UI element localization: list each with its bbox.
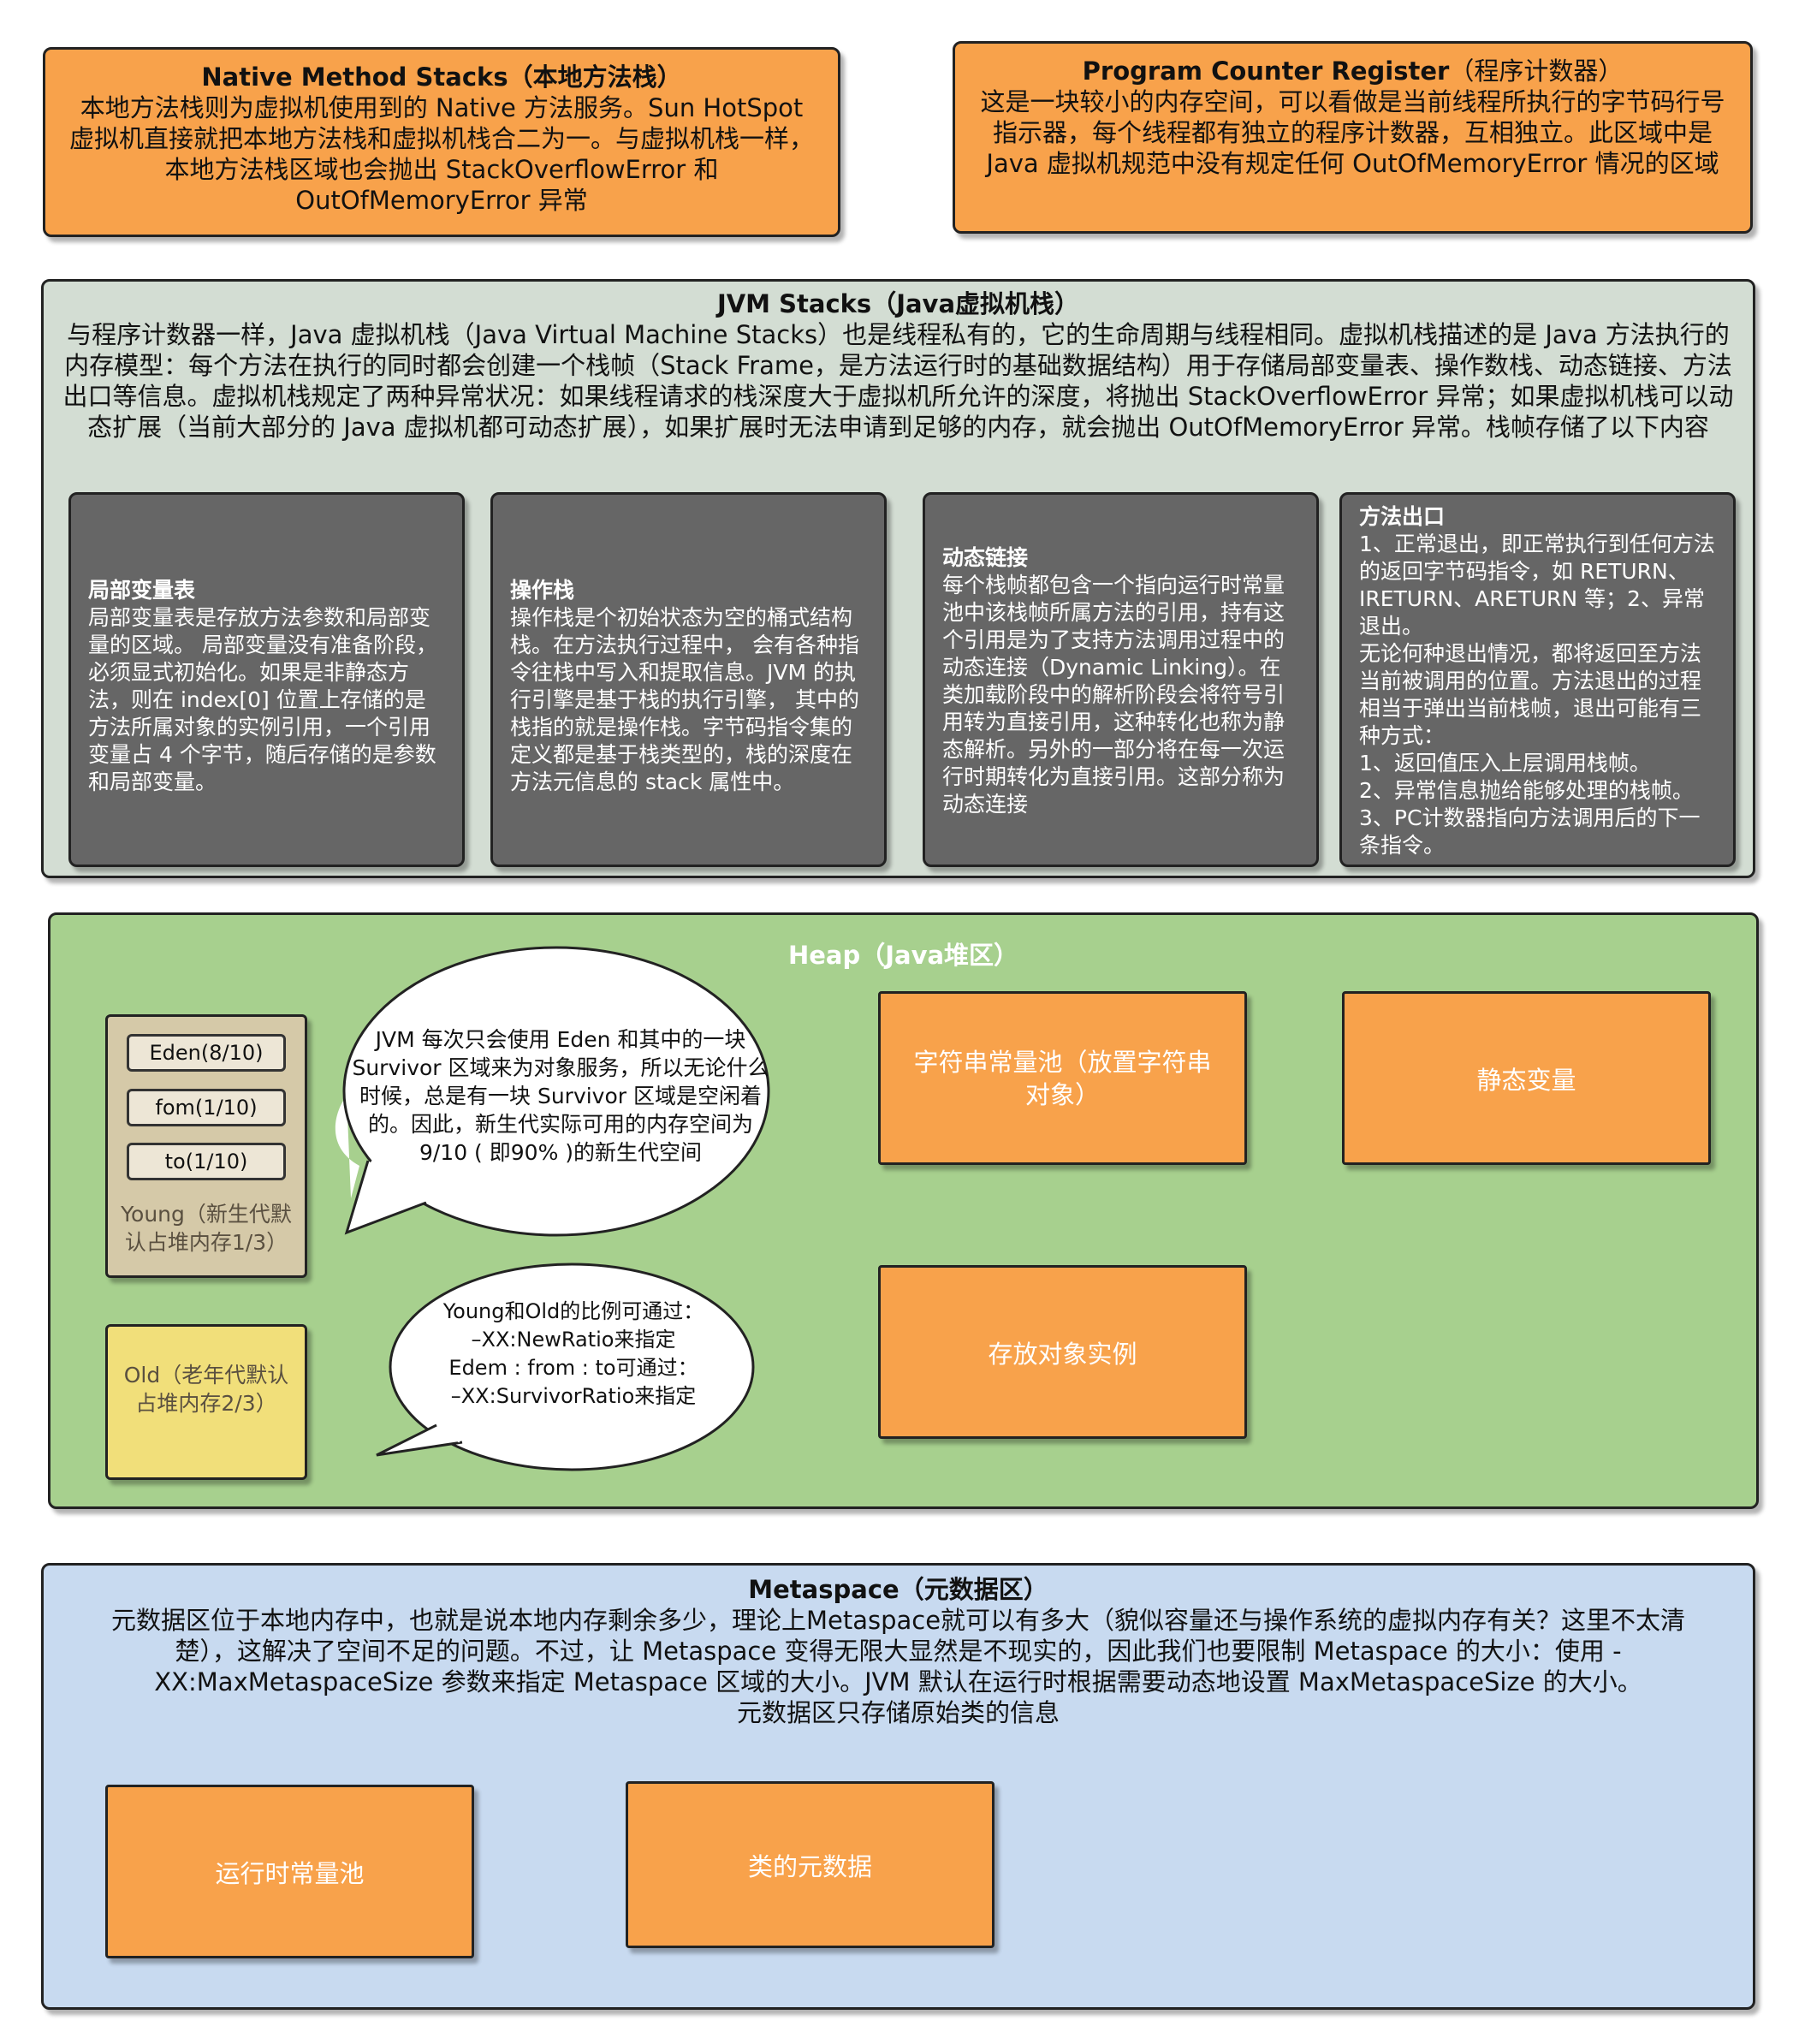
young-generation-label: Young（新生代默认占堆内存1/3） [121, 1202, 292, 1255]
native-method-stacks-title: Native Method Stacks（本地方法栈） [201, 62, 682, 92]
static-variables-label: 静态变量 [1476, 1065, 1576, 1095]
method-exit-body: 1、正常退出，即正常执行到任何方法的返回字节码指令，如 RETURN、IRETU… [1359, 532, 1715, 858]
ratio-line-1: Young和Old的比例可通过： [442, 1299, 704, 1323]
runtime-constant-pool-label: 运行时常量池 [215, 1858, 365, 1888]
program-counter-body: 这是一块较小的内存空间，可以看做是当前线程所执行的字节码行号指示器，每个线程都有… [980, 87, 1725, 178]
metaspace-title: Metaspace（元数据区） [748, 1575, 1048, 1604]
ratio-line-2: –XX:NewRatio来指定 [471, 1328, 676, 1352]
ratio-line-3: Edem : from : to可通过： [448, 1356, 698, 1380]
metaspace-body-2: 元数据区只存储原始类的信息 [736, 1698, 1060, 1727]
old-generation-label: Old（老年代默认占堆内存2/3） [123, 1363, 289, 1416]
local-variable-table-card: 局部变量表 局部变量表是存放方法参数和局部变量的区域。 局部变量没有准备阶段， … [68, 492, 465, 867]
metaspace-body: 元数据区位于本地内存中，也就是说本地内存剩余多少，理论上Metaspace就可以… [110, 1606, 1686, 1696]
program-counter-title-suffix: （程序计数器） [1449, 56, 1624, 86]
native-method-stacks-box: Native Method Stacks（本地方法栈） 本地方法栈则为虚拟机使用… [43, 47, 840, 237]
local-variable-table-body: 局部变量表是存放方法参数和局部变量的区域。 局部变量没有准备阶段， 必须显式初始… [88, 605, 437, 794]
dynamic-linking-body: 每个栈帧都包含一个指向运行时常量池中该栈帧所属方法的引用，持有这个引用是为了支持… [942, 573, 1285, 817]
young-survivor-bubble-text: JVM 每次只会使用 Eden 和其中的一块 Survivor 区域来为对象服务… [352, 1027, 769, 1165]
to-survivor-space: to(1/10) [127, 1143, 286, 1180]
dynamic-linking-title: 动态链接 [942, 545, 1029, 570]
object-instances-label: 存放对象实例 [988, 1339, 1137, 1369]
program-counter-title: Program Counter Register [1082, 56, 1450, 86]
program-counter-title-line: Program Counter Register（程序计数器） [972, 56, 1733, 86]
operand-stack-card: 操作栈 操作栈是个初始状态为空的桶式结构栈。在方法执行过程中， 会有各种指令往栈… [490, 492, 887, 867]
class-metadata-box: 类的元数据 [626, 1781, 994, 1948]
dynamic-linking-card: 动态链接 每个栈帧都包含一个指向运行时常量池中该栈帧所属方法的引用，持有这个引用… [923, 492, 1319, 867]
ratio-line-4: –XX:SurvivorRatio来指定 [450, 1384, 697, 1408]
jvm-stacks-body: 与程序计数器一样，Java 虚拟机栈（Java Virtual Machine … [62, 320, 1734, 442]
class-metadata-label: 类的元数据 [747, 1851, 872, 1881]
method-exit-card: 方法出口 1、正常退出，即正常执行到任何方法的返回字节码指令，如 RETURN、… [1339, 492, 1736, 867]
string-constant-pool-label: 字符串常量池（放置字符串对象） [913, 1047, 1212, 1109]
eden-space: Eden(8/10) [127, 1034, 286, 1072]
ratio-options-bubble-text: Young和Old的比例可通过： –XX:NewRatio来指定 Edem : … [402, 1298, 745, 1411]
from-survivor-space: fom(1/10) [127, 1089, 286, 1126]
program-counter-box: Program Counter Register（程序计数器） 这是一块较小的内… [953, 41, 1753, 234]
operand-stack-title: 操作栈 [510, 578, 575, 603]
object-instances-box: 存放对象实例 [878, 1265, 1247, 1439]
string-constant-pool-box: 字符串常量池（放置字符串对象） [878, 991, 1247, 1165]
native-method-stacks-body: 本地方法栈则为虚拟机使用到的 Native 方法服务。Sun HotSpot 虚… [68, 93, 814, 215]
runtime-constant-pool-box: 运行时常量池 [105, 1785, 474, 1958]
operand-stack-body: 操作栈是个初始状态为空的桶式结构栈。在方法执行过程中， 会有各种指令往栈中写入和… [510, 605, 859, 794]
local-variable-table-title: 局部变量表 [88, 578, 196, 603]
heap-title: Heap（Java堆区） [787, 941, 1019, 970]
static-variables-box: 静态变量 [1342, 991, 1711, 1165]
jvm-stacks-title: JVM Stacks（Java虚拟机栈） [716, 289, 1080, 318]
old-generation-box [105, 1324, 307, 1480]
method-exit-title: 方法出口 [1359, 504, 1446, 529]
